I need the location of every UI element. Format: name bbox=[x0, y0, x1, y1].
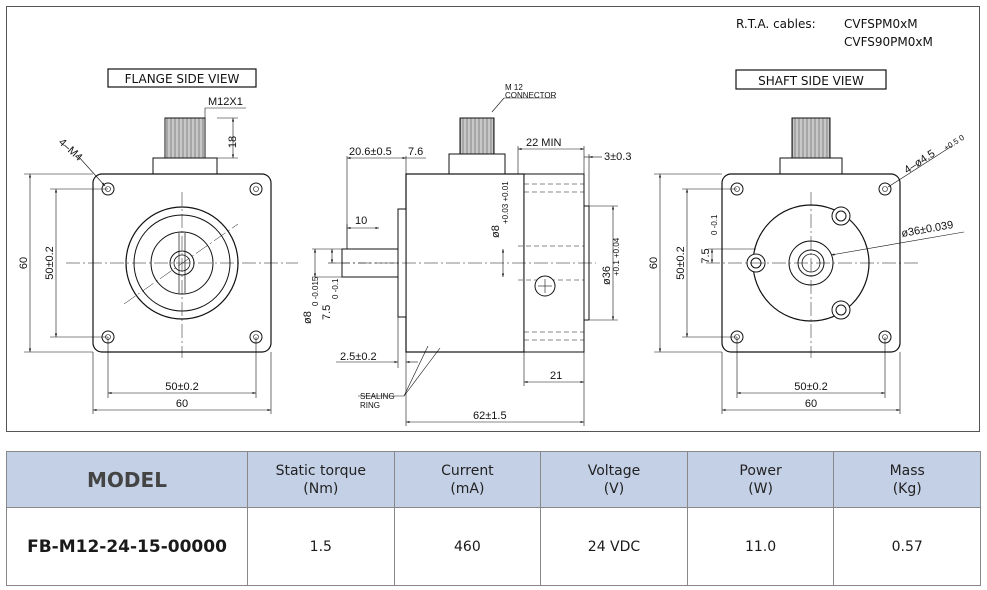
dim-3: 3±0.3 bbox=[604, 151, 631, 163]
header-mass: Mass(Kg) bbox=[833, 451, 981, 508]
cable-item-2: CVFS90PM0xM bbox=[844, 35, 933, 49]
side-connector-thread bbox=[459, 117, 495, 155]
side-connector-nut bbox=[448, 153, 506, 175]
cell-power: 11.0 bbox=[686, 507, 835, 586]
dim-2-5: 2.5±0.2 bbox=[340, 351, 377, 363]
dim-10: 10 bbox=[355, 215, 367, 227]
header-model: MODEL bbox=[6, 451, 248, 508]
spec-data-row: FB-M12-24-15-00000 1.5 460 24 VDC 11.0 0… bbox=[6, 507, 981, 586]
connector-nut bbox=[152, 157, 218, 177]
shaft-dim-50-horizontal: 50±0.2 bbox=[794, 381, 828, 393]
label-sealing-1: SEALING bbox=[360, 392, 395, 401]
shaft-connector-nut bbox=[779, 157, 843, 177]
flange-dim-50-vertical: 50±0.2 bbox=[44, 246, 56, 280]
flange-dim-50-horizontal: 50±0.2 bbox=[165, 381, 199, 393]
dim-7-5-shaft: 7.5 bbox=[700, 248, 712, 263]
dim-36: ø36 bbox=[601, 266, 613, 285]
label-dim-36-039: ø36±0.039 bbox=[900, 219, 954, 240]
profile-view: M 12 CONNECTOR 20.6±0.5 7.6 22 MIN bbox=[302, 83, 631, 426]
technical-drawing: R.T.A. cables: CVFSPM0xM CVFS90PM0xM FLA… bbox=[6, 6, 980, 432]
cell-current: 460 bbox=[393, 507, 542, 586]
connector-thread bbox=[164, 117, 206, 159]
flange-dim-60-vertical: 60 bbox=[18, 257, 30, 269]
header-voltage: Voltage(V) bbox=[540, 451, 688, 508]
tol-shaft-8: 0 -0.015 bbox=[311, 276, 320, 306]
label-4-m4: 4–M4 bbox=[56, 136, 84, 163]
tol-hole-4-5: +0.5 0 bbox=[942, 133, 966, 153]
label-m12-connector-1: M 12 bbox=[505, 83, 523, 92]
dim-7-6: 7.6 bbox=[408, 146, 423, 158]
dim-62: 62±1.5 bbox=[473, 410, 507, 422]
tol-bore-8: +0.03 +0.01 bbox=[501, 181, 510, 224]
dim-21: 21 bbox=[550, 370, 562, 382]
dim-7-5-side: 7.5 bbox=[321, 305, 333, 320]
cable-item-1: CVFSPM0xM bbox=[844, 17, 918, 31]
cell-static-torque: 1.5 bbox=[247, 507, 395, 586]
cell-voltage: 24 VDC bbox=[540, 507, 688, 586]
dim-shaft-8: ø8 bbox=[302, 311, 314, 324]
spec-header-row: MODEL Static torque(Nm) Current(mA) Volt… bbox=[6, 451, 981, 508]
tol-36: +0.1 +0.04 bbox=[612, 237, 621, 276]
shaft-dim-60-horizontal: 60 bbox=[805, 398, 817, 410]
flange-side-view: FLANGE SIDE VIEW 18 M12X1 20 4–M bbox=[18, 68, 298, 414]
drawing-frame bbox=[6, 6, 980, 432]
shaft-side-view: SHAFT SIDE VIEW 4–ø4.5 +0.5 0 ø36±0.039 … bbox=[648, 69, 966, 414]
tol-7-5-side: 0 -0.1 bbox=[331, 278, 340, 299]
dim-18: 18 bbox=[227, 136, 239, 148]
flange-dim-60-horizontal: 60 bbox=[176, 398, 188, 410]
cables-label: R.T.A. cables: bbox=[736, 17, 816, 31]
label-m12x1: M12X1 bbox=[208, 96, 243, 108]
header-static-torque: Static torque(Nm) bbox=[247, 451, 395, 508]
dim-bore-8: ø8 bbox=[490, 225, 502, 238]
label-sealing-2: RING bbox=[360, 401, 380, 410]
shaft-dim-60-vertical: 60 bbox=[648, 257, 660, 269]
label-m12-connector-2: CONNECTOR bbox=[505, 91, 557, 100]
cell-mass: 0.57 bbox=[833, 507, 981, 586]
label-hole-4-5: 4–ø4.5 bbox=[902, 148, 937, 177]
tol-7-5-shaft: 0 -0.1 bbox=[710, 214, 719, 235]
flange-view-title: FLANGE SIDE VIEW bbox=[125, 72, 240, 86]
shaft-connector-thread bbox=[791, 117, 831, 159]
dim-20-6: 20.6±0.5 bbox=[349, 146, 392, 158]
shaft-view-title: SHAFT SIDE VIEW bbox=[758, 74, 864, 88]
dim-22-min: 22 MIN bbox=[526, 137, 562, 149]
cell-model: FB-M12-24-15-00000 bbox=[6, 507, 248, 586]
header-current: Current(mA) bbox=[393, 451, 542, 508]
flange-title-box bbox=[107, 68, 257, 88]
shaft-title-box bbox=[735, 69, 887, 90]
spec-table: MODEL Static torque(Nm) Current(mA) Volt… bbox=[6, 451, 981, 586]
header-power: Power(W) bbox=[686, 451, 835, 508]
shaft-dim-50-vertical: 50±0.2 bbox=[675, 246, 687, 280]
